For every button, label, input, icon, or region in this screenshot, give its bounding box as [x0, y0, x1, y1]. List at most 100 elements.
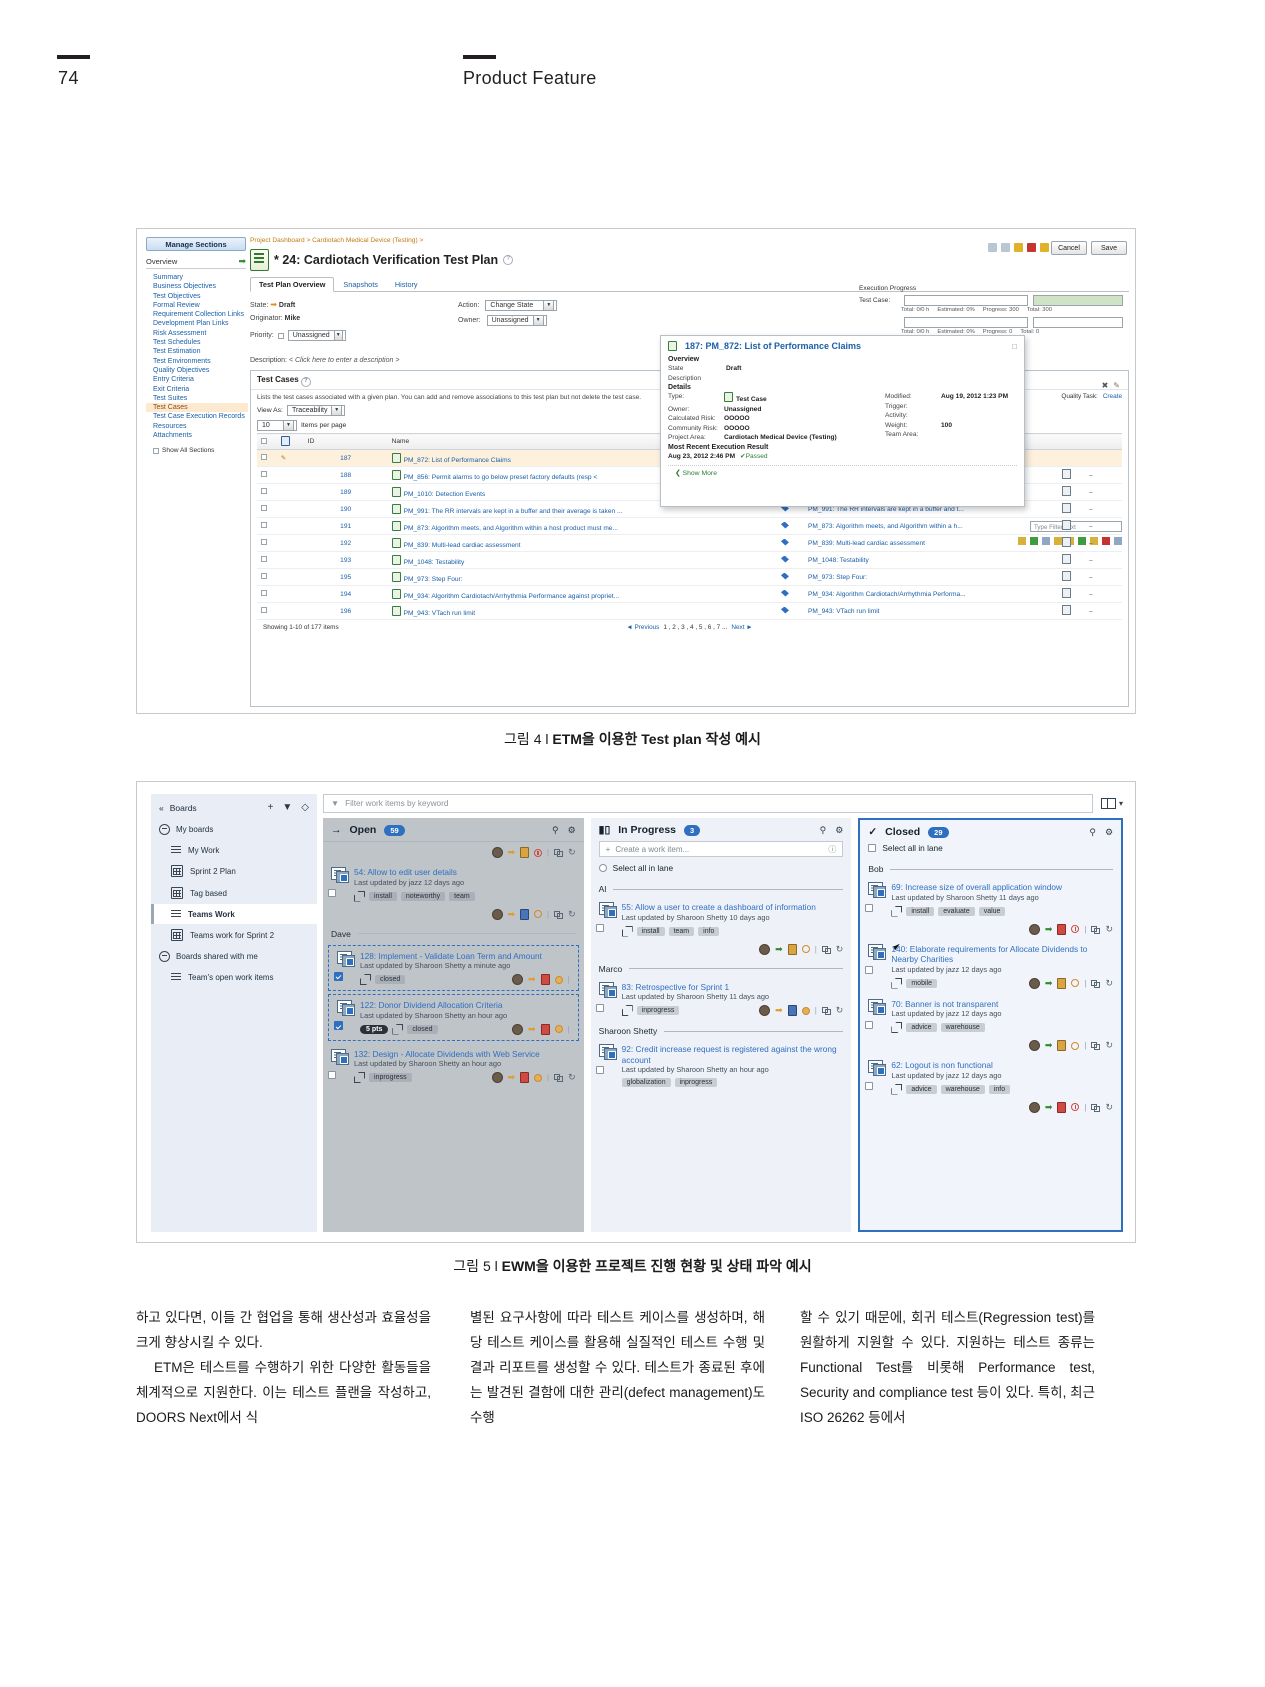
links-icon[interactable]: [821, 1006, 831, 1015]
card-title[interactable]: 54: Allow to edit user details: [354, 867, 457, 877]
links-icon[interactable]: [1091, 979, 1101, 988]
card-92[interactable]: 92: Credit increase request is registere…: [591, 1039, 852, 1092]
tag[interactable]: install: [636, 926, 665, 936]
refresh-icon[interactable]: ↻: [835, 943, 844, 954]
tag[interactable]: advice: [906, 1023, 937, 1032]
tag[interactable]: team: [449, 891, 475, 901]
pin-icon[interactable]: ⚲: [1089, 826, 1096, 837]
edit-icon[interactable]: ✎: [1113, 381, 1120, 390]
refresh-icon[interactable]: ↻: [1105, 1040, 1114, 1050]
card-checkbox[interactable]: [865, 961, 874, 979]
show-all-sections-checkbox[interactable]: Show All Sections: [146, 447, 248, 454]
tag[interactable]: closed: [407, 1024, 438, 1034]
table-row[interactable]: 193 PM_1048: Testability PM_1048: Testab…: [257, 551, 1122, 569]
row-checkbox[interactable]: [257, 551, 277, 569]
bookmark-icon[interactable]: [1014, 243, 1023, 252]
row-checkbox[interactable]: [257, 449, 277, 467]
row-checkbox[interactable]: [257, 466, 277, 484]
row-checkbox[interactable]: [257, 500, 277, 518]
tag[interactable]: globalization: [621, 1078, 671, 1087]
row-copy-icon[interactable]: [1057, 449, 1085, 467]
tag[interactable]: evaluate: [938, 906, 975, 916]
help-icon[interactable]: ?: [300, 377, 311, 387]
card-checkbox[interactable]: [595, 1061, 604, 1079]
pin-icon[interactable]: ⚲: [819, 824, 827, 835]
row-checkbox[interactable]: [257, 585, 277, 603]
row-checkbox[interactable]: [257, 534, 277, 552]
gear-icon[interactable]: ⚙: [1104, 826, 1114, 837]
gear-icon[interactable]: ⚙: [567, 824, 576, 835]
row-name[interactable]: PM_973: Step Four:: [387, 568, 777, 586]
refresh-icon[interactable]: ↻: [1105, 1101, 1114, 1112]
card-title[interactable]: 140: Elaborate requirements for Allocate…: [891, 943, 1088, 965]
create-work-item-input[interactable]: + Create a work item... ⓘ: [598, 841, 844, 857]
tag[interactable]: warehouse: [940, 1023, 985, 1032]
gear-icon[interactable]: ⚙: [835, 824, 844, 835]
sidebar-group-shared[interactable]: Boards shared with me: [151, 946, 317, 967]
email-icon[interactable]: [1001, 243, 1010, 252]
card-55[interactable]: 55: Allow a user to create a dashboard o…: [591, 897, 852, 942]
refresh-icon[interactable]: ↻: [1105, 977, 1114, 988]
row-name[interactable]: PM_839: Multi-lead cardiac assessment: [387, 534, 777, 552]
tag[interactable]: advice: [906, 1084, 937, 1094]
pin-icon[interactable]: ⚲: [552, 824, 559, 835]
card-checkbox[interactable]: [595, 999, 604, 1017]
sidebar-item-exit-criteria[interactable]: Exit Criteria: [153, 385, 190, 393]
card-140[interactable]: 140: Elaborate requirements for Allocate…: [860, 939, 1121, 994]
close-icon[interactable]: □: [1012, 341, 1017, 351]
column-id[interactable]: ID: [303, 433, 388, 450]
plus-icon[interactable]: +: [267, 802, 274, 813]
tag[interactable]: info: [698, 926, 720, 936]
links-icon[interactable]: [554, 1073, 564, 1082]
card-checkbox[interactable]: [328, 1066, 336, 1084]
card-122[interactable]: 122: Donor Dividend Allocation Criteria …: [328, 994, 579, 1041]
sidebar-item-my-work[interactable]: My Work: [151, 840, 317, 860]
row-name[interactable]: PM_934: Algorithm Cardiotach/Arrhythmia …: [387, 585, 777, 603]
table-row[interactable]: 191 PM_873: Algorithm meets, and Algorit…: [257, 517, 1122, 535]
row-checkbox[interactable]: [257, 483, 277, 501]
cancel-button[interactable]: Cancel: [1051, 241, 1087, 255]
save-button[interactable]: Save: [1091, 241, 1127, 255]
links-icon[interactable]: [1091, 1103, 1101, 1112]
card-checkbox[interactable]: [595, 919, 604, 937]
row-copy-icon[interactable]: [1057, 585, 1085, 603]
show-more-link[interactable]: ❮ Show More: [668, 465, 1017, 480]
links-icon[interactable]: [821, 945, 831, 954]
refresh-icon[interactable]: ↻: [568, 908, 576, 919]
card-checkbox[interactable]: [334, 968, 343, 986]
tag[interactable]: closed: [375, 975, 406, 984]
sidebar-group-my-boards[interactable]: My boards: [151, 819, 317, 840]
card-132[interactable]: 132: Design - Allocate Dividends with We…: [323, 1044, 584, 1089]
tag[interactable]: value: [978, 906, 1006, 916]
links-icon[interactable]: [554, 848, 564, 857]
tag[interactable]: noteworthy: [400, 891, 446, 901]
card-title[interactable]: 92: Credit increase request is registere…: [621, 1044, 837, 1065]
sidebar-item-teams-work-for-sprint-2[interactable]: Teams work for Sprint 2: [151, 924, 317, 946]
links-icon[interactable]: [1091, 1041, 1101, 1050]
help-icon[interactable]: ⓘ: [828, 844, 837, 854]
select-all-header[interactable]: [257, 433, 277, 450]
manage-sections-button[interactable]: Manage Sections: [146, 237, 246, 251]
previous-page-link[interactable]: ◄ Previous: [626, 624, 660, 631]
create-link[interactable]: Create: [1102, 393, 1122, 400]
card-checkbox[interactable]: [865, 1016, 874, 1034]
sidebar-overview-row[interactable]: Overview ➡: [146, 255, 246, 269]
sidebar-item-test-schedules[interactable]: Test Schedules: [153, 339, 201, 347]
table-row[interactable]: 195 PM_973: Step Four: PM_973: Step Four…: [257, 568, 1122, 586]
links-icon[interactable]: [1091, 925, 1101, 934]
row-name[interactable]: PM_1048: Testability: [387, 551, 777, 569]
row-dev[interactable]: PM_839: Multi-lead cardiac assessment: [804, 534, 1058, 552]
row-copy-icon[interactable]: [1057, 568, 1085, 586]
row-copy-icon[interactable]: [1057, 551, 1085, 569]
card-title[interactable]: 69: Increase size of overall application…: [891, 882, 1062, 892]
sidebar-item-risk-assessment[interactable]: Risk Assessment: [153, 329, 207, 337]
sidebar-item-teams-open-work-items[interactable]: Team's open work items: [151, 967, 317, 987]
row-copy-icon[interactable]: [1057, 466, 1085, 484]
row-name[interactable]: PM_873: Algorithm meets, and Algorithm w…: [387, 517, 777, 535]
breadcrumb[interactable]: Project Dashboard > Cardiotach Medical D…: [250, 237, 424, 244]
row-dev[interactable]: PM_934: Algorithm Cardiotach/Arrhythmia …: [804, 585, 1058, 603]
tag[interactable]: team: [668, 926, 695, 936]
sidebar-item-sprint-2-plan[interactable]: Sprint 2 Plan: [151, 860, 317, 882]
sidebar-item-test-case-execution-records[interactable]: Test Case Execution Records: [153, 413, 245, 421]
card-70[interactable]: 70: Banner is not transparent Last updat…: [860, 994, 1121, 1039]
